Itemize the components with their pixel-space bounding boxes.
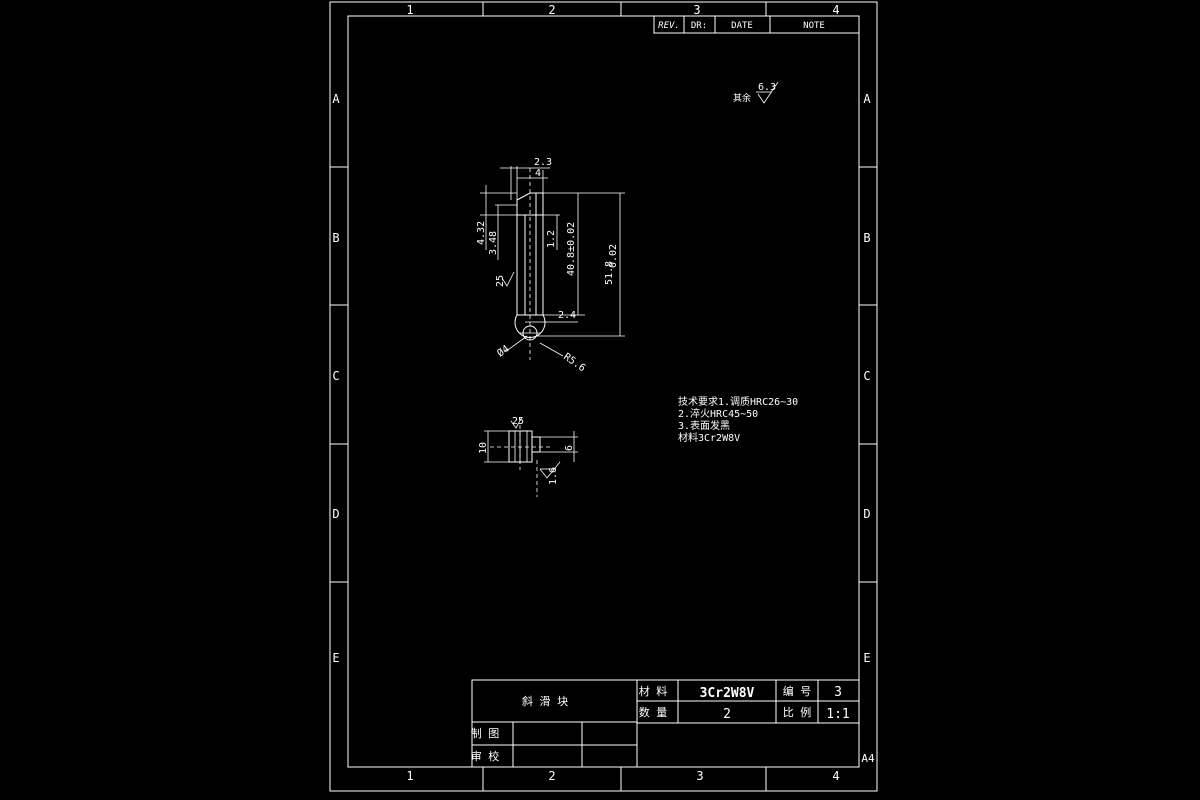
zone-row-c-left: C: [332, 369, 339, 383]
dim-51-8-tol: 0.02: [608, 244, 619, 268]
zone-col-3-bottom: 3: [696, 769, 703, 783]
part-name: 斜 滑 块: [522, 695, 568, 708]
rough-25-main: 25: [495, 275, 506, 287]
revision-table: REV. DR: DATE NOTE: [653, 15, 860, 34]
zone-row-d-right: D: [863, 507, 870, 521]
dim-2-3: 2.3: [534, 157, 552, 168]
drawn-label: 制 图: [471, 727, 500, 740]
zone-row-d-left: D: [332, 507, 339, 521]
quantity-value: 2: [723, 707, 731, 722]
zone-col-1-top: 1: [406, 3, 413, 17]
dim-6: 6: [564, 445, 575, 451]
note-header: NOTE: [803, 21, 825, 31]
zone-col-2-bottom: 2: [548, 769, 555, 783]
dim-2-4: 2.4: [558, 310, 576, 321]
note-line-3: 3.表面发黑: [678, 419, 730, 432]
surface-finish-general: 其余 6.3: [733, 81, 779, 104]
number-label: 编 号: [783, 684, 812, 698]
side-view: 10 6 25 1.6: [478, 416, 578, 497]
dim-4: 4: [535, 168, 541, 179]
scale-label: 比 例: [783, 705, 812, 719]
dim-r-5-6: R5.6: [561, 351, 587, 374]
dim-40-8: 40.8±0.02: [566, 222, 577, 276]
surface-finish-prefix: 其余: [733, 92, 751, 104]
technical-notes: 技术要求1.调质HRC26~30 2.淬火HRC45~50 3.表面发黑 材料3…: [678, 395, 798, 444]
dr-header: DR:: [691, 21, 707, 31]
checked-label: 审 校: [471, 749, 500, 763]
zone-row-a-right: A: [863, 92, 871, 106]
zone-col-4-bottom: 4: [832, 769, 839, 783]
zone-col-4-top: 4: [832, 3, 839, 17]
zone-col-1-bottom: 1: [406, 769, 413, 783]
dim-dia-4: Ø4: [495, 343, 512, 360]
rough-1-6: 1.6: [548, 467, 559, 485]
zone-row-a-left: A: [332, 92, 340, 106]
dim-3-48: 3.48: [488, 231, 499, 255]
dim-10: 10: [478, 442, 489, 454]
number-value: 3: [834, 685, 842, 700]
surface-finish-value: 6.3: [758, 82, 776, 93]
rough-25-side: 25: [512, 416, 524, 427]
outer-border: [329, 1, 878, 792]
sheet-size: A4: [861, 752, 875, 765]
title-block: 斜 滑 块 材 料 3Cr2W8V 数 量 2 编 号 3 比 例 1:1 制 …: [471, 679, 860, 768]
material-label: 材 料: [639, 684, 668, 698]
dim-4-32: 4.32: [476, 221, 487, 245]
material-value: 3Cr2W8V: [700, 686, 755, 701]
rev-header: REV.: [658, 21, 680, 31]
zone-col-2-top: 2: [548, 3, 555, 17]
scale-value: 1:1: [826, 707, 849, 722]
note-line-4: 材料3Cr2W8V: [678, 431, 740, 444]
zone-row-b-left: B: [332, 231, 339, 245]
note-line-1: 技术要求1.调质HRC26~30: [678, 395, 798, 408]
zone-col-3-top: 3: [693, 3, 700, 17]
zone-row-e-left: E: [332, 651, 339, 665]
zone-dividers: [330, 2, 877, 791]
zone-row-b-right: B: [863, 231, 870, 245]
dim-51-8: 51.8: [604, 261, 615, 285]
inner-border: [347, 15, 860, 768]
zone-row-c-right: C: [863, 369, 870, 383]
date-header: DATE: [731, 21, 753, 31]
zone-row-e-right: E: [863, 651, 870, 665]
note-line-2: 2.淬火HRC45~50: [678, 407, 758, 420]
main-view: 2.3 4 4.32 3.48 25 1.2 40.8±0.02 51.8 0.…: [476, 157, 625, 374]
dim-1-2: 1.2: [546, 230, 557, 248]
quantity-label: 数 量: [639, 706, 668, 719]
